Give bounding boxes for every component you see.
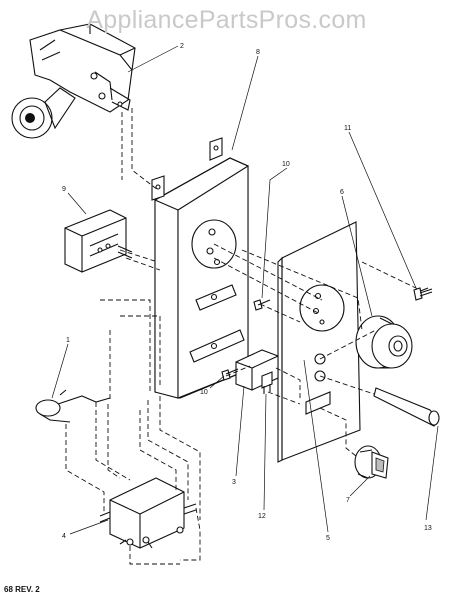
callout-8: 8	[256, 49, 260, 56]
callout-13: 13	[424, 525, 432, 532]
part-2-timer-motor	[11, 23, 136, 139]
callout-1: 1	[66, 337, 70, 344]
callout-3: 3	[232, 479, 236, 486]
callout-9: 9	[62, 186, 66, 193]
callout-11: 11	[344, 125, 351, 132]
assembly-dashed-lines	[65, 108, 421, 565]
part-10-screws	[221, 299, 271, 381]
part-6-large-knob	[355, 315, 413, 369]
part-3-pushbutton-switch	[235, 349, 279, 394]
watermark-text: AppliancePartsPros.com	[86, 6, 367, 34]
part-4-relay	[99, 477, 197, 549]
callout-4: 4	[62, 533, 66, 540]
part-1-sensor-bulb	[35, 389, 111, 423]
callout-7: 7	[346, 497, 350, 504]
callout-2: 2	[180, 43, 184, 50]
callout-10-lower: 10	[200, 389, 208, 396]
callout-numbers: 2 8 9 10 6 11 1 10 3 12 4 5 7 13	[62, 43, 432, 542]
part-5-faceplate	[277, 221, 361, 463]
callout-leader-lines	[51, 45, 439, 535]
part-8-control-bracket	[151, 137, 249, 399]
callout-5: 5	[326, 535, 330, 542]
callout-6: 6	[340, 189, 344, 196]
callout-12: 12	[258, 513, 266, 520]
callout-10-upper: 10	[282, 161, 290, 168]
part-11-screw	[413, 287, 433, 301]
part-7-small-knob	[354, 445, 389, 479]
part-13-shaft	[373, 387, 440, 427]
part-9-switch-block	[64, 209, 133, 273]
revision-label: 68 REV. 2	[4, 585, 40, 594]
